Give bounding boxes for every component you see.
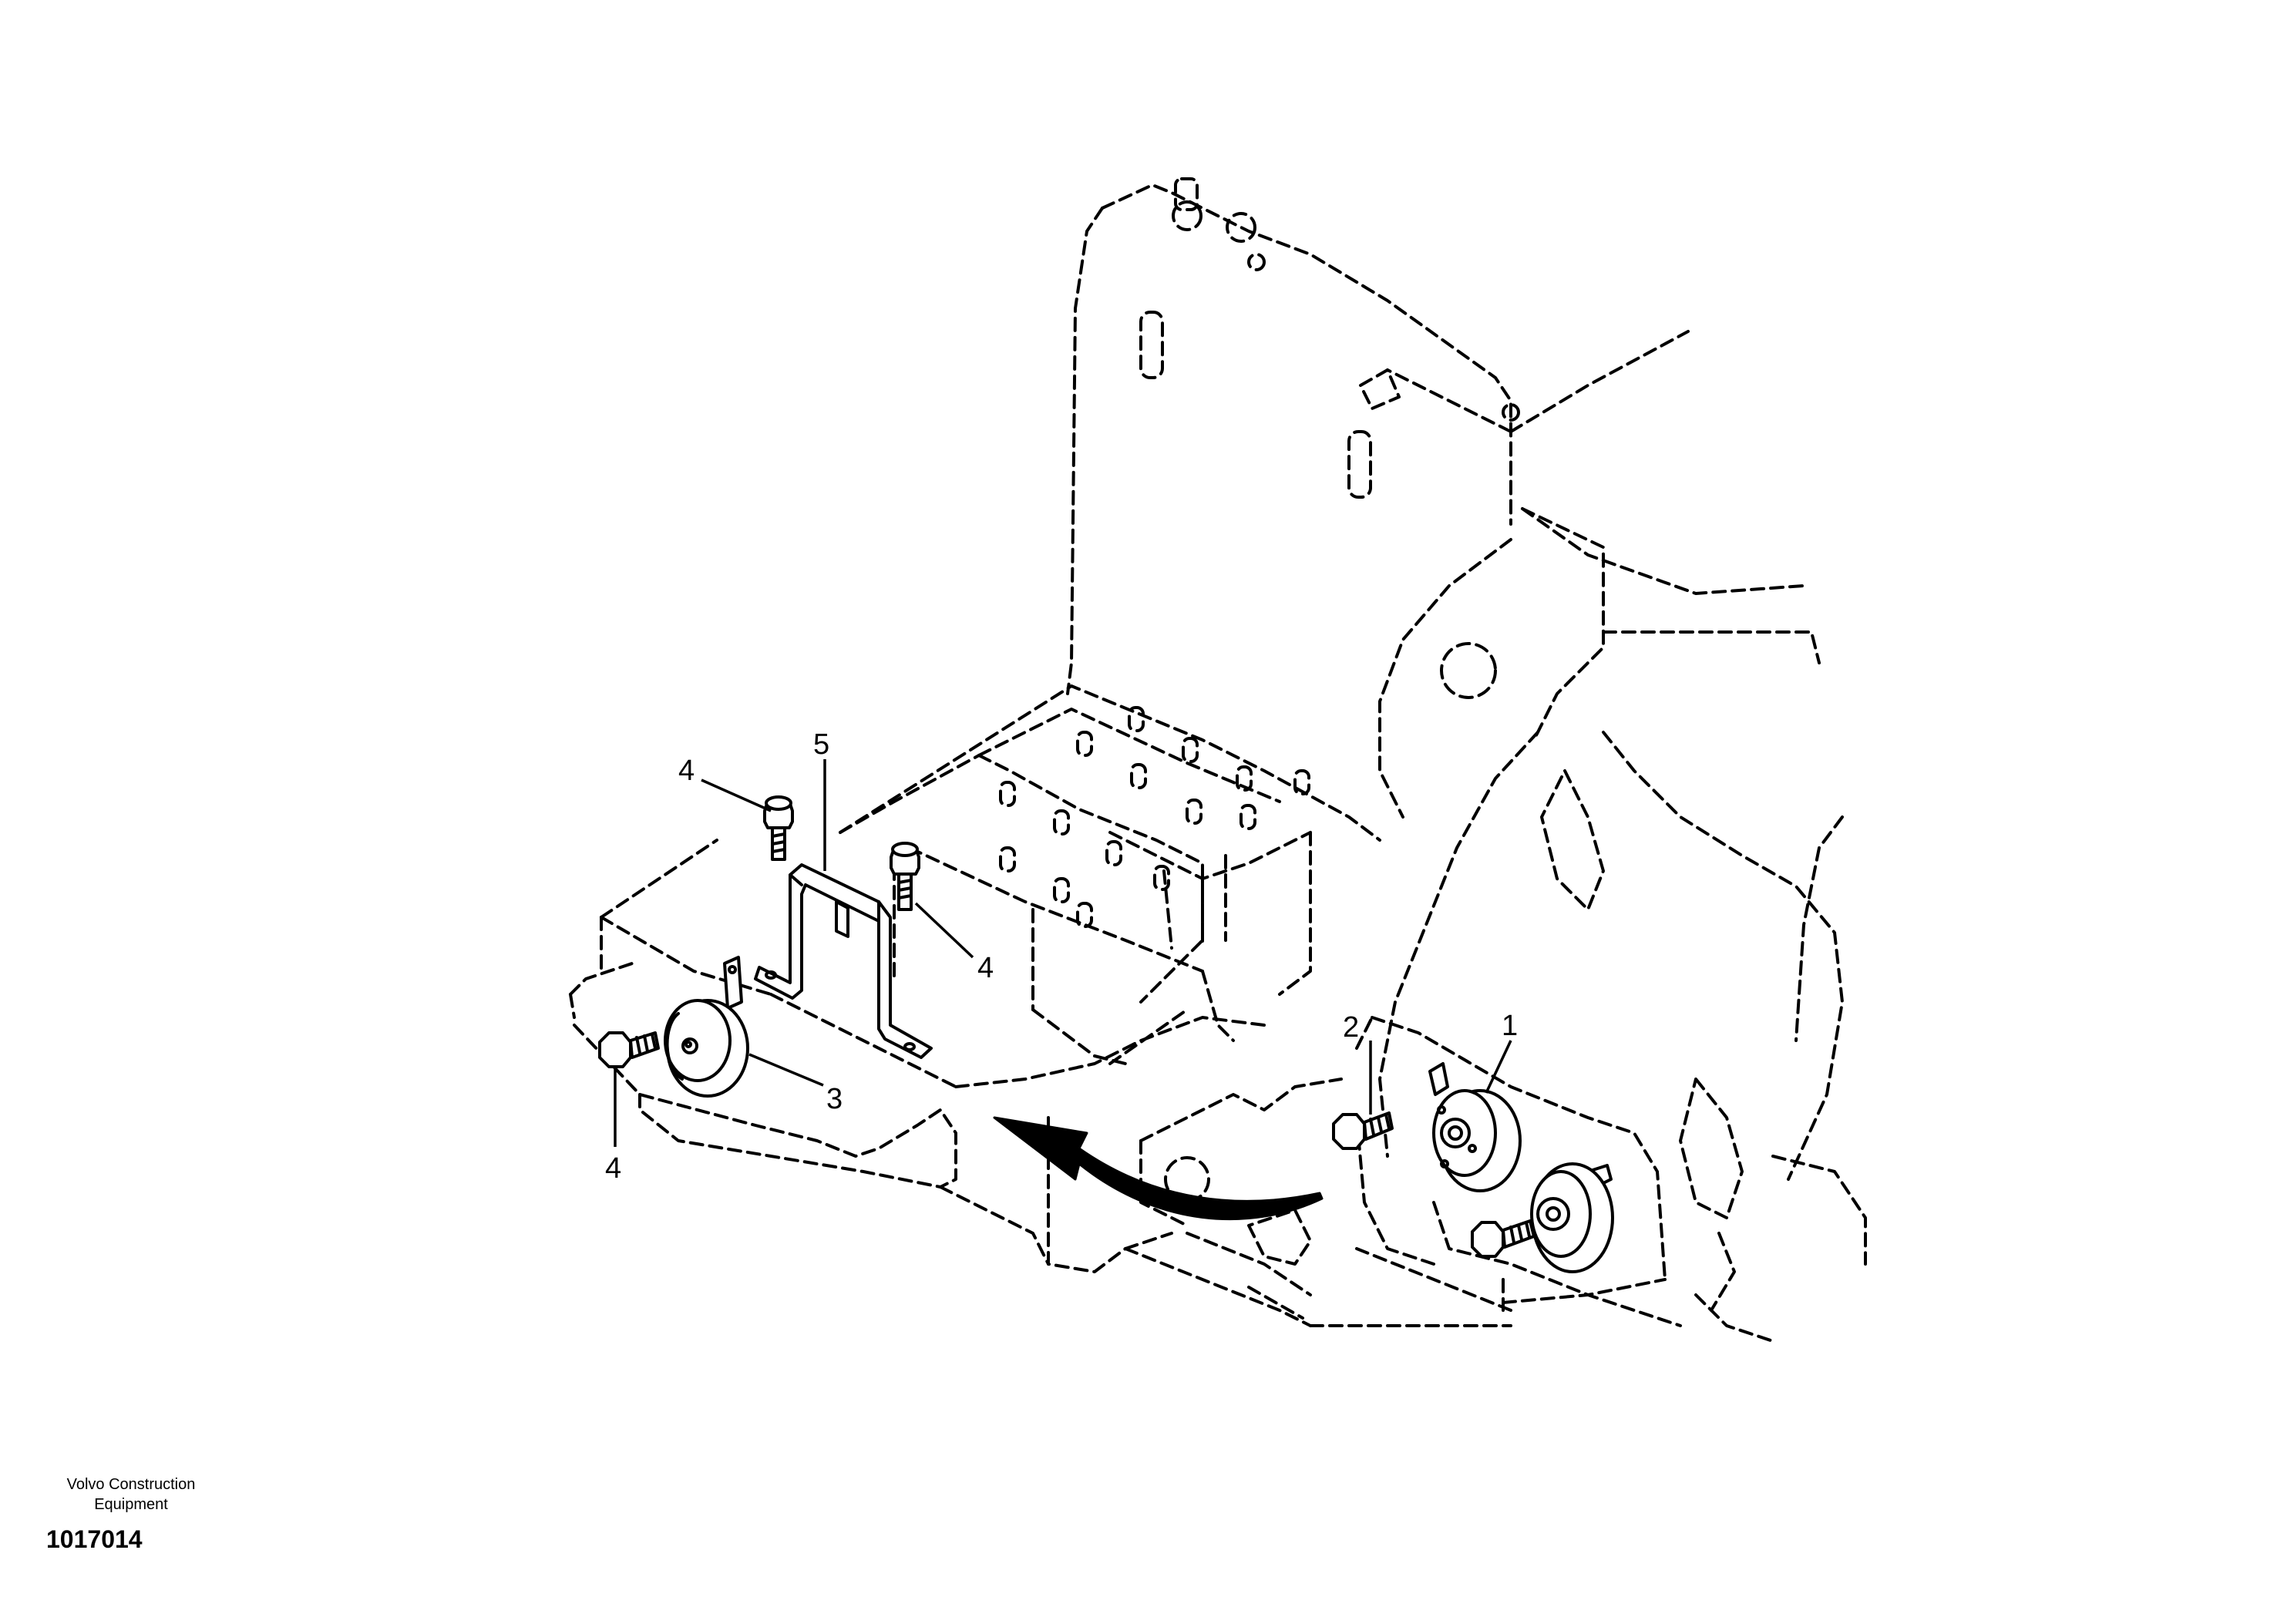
- horn-left: [664, 956, 749, 1098]
- horn-right-2: [1530, 1162, 1614, 1273]
- horn-bracket: [754, 863, 933, 1059]
- horn-right-1: [1428, 1062, 1522, 1192]
- deck-bolt-slots: [999, 706, 1310, 928]
- callout-2: 2: [1343, 1011, 1359, 1044]
- callout-1: 1: [1502, 1010, 1518, 1042]
- footer: Volvo Construction Equipment 1017014: [46, 1476, 195, 1553]
- callout-3: 3: [826, 1083, 843, 1115]
- callout-5: 5: [813, 728, 829, 761]
- bolt-upper-right: [890, 842, 920, 911]
- callout-labels: 4 5 4 3 4 2 1: [605, 728, 1518, 1185]
- bolt-left: [598, 1031, 660, 1068]
- machine-frame-outline: [569, 177, 1867, 1343]
- location-arrow: [993, 1116, 1324, 1221]
- drawing-number: 1017014: [46, 1525, 143, 1553]
- bolt-right-lower: [1471, 1219, 1536, 1258]
- callout-4c: 4: [605, 1152, 621, 1185]
- bolt-2: [1332, 1111, 1394, 1150]
- callout-4b: 4: [977, 952, 994, 984]
- leader-lines: [614, 759, 1512, 1147]
- company-name-line2: Equipment: [94, 1496, 168, 1513]
- company-name-line1: Volvo Construction: [67, 1476, 196, 1493]
- callout-4a: 4: [678, 755, 695, 787]
- bolt-upper-left: [763, 795, 794, 861]
